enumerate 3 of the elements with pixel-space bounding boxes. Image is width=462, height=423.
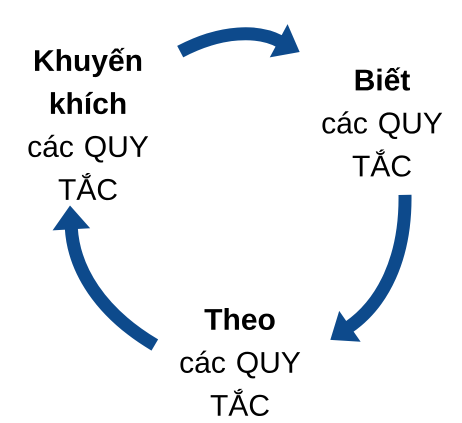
- cycle-step-text: Theo các QUY TẮC: [180, 308, 300, 416]
- cycle-step-text: Biết các QUY TẮC: [322, 67, 442, 177]
- cycle-step-text: Khuyến khích các QUY TẮC: [28, 48, 148, 200]
